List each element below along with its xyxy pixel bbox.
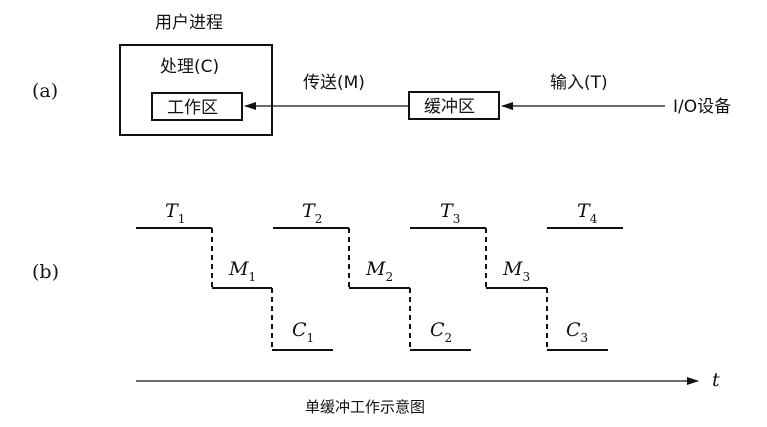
diagram-caption: 单缓冲工作示意图 (305, 398, 425, 416)
buffer-box (408, 91, 500, 120)
c3-label: C3 (566, 319, 588, 345)
user-process-box (119, 44, 273, 136)
m3-label: M3 (502, 258, 530, 284)
part-a-label: (a) (32, 80, 58, 102)
time-axis-label: t (712, 369, 720, 391)
process-label: 处理(C) (160, 57, 219, 77)
buffer-label: 缓冲区 (424, 97, 475, 117)
part-b-label: (b) (32, 261, 59, 283)
transfer-label: 传送(M) (303, 73, 365, 93)
c2-label: C2 (430, 319, 452, 345)
work-area-label: 工作区 (167, 98, 218, 118)
m1-label: M1 (228, 258, 256, 284)
user-process-title: 用户进程 (155, 13, 223, 33)
work-area-box (151, 92, 243, 121)
t2-label: T2 (302, 200, 322, 226)
c1-label: C1 (292, 319, 314, 345)
t4-label: T4 (577, 200, 598, 226)
input-label: 输入(T) (550, 73, 608, 93)
t1-label: T1 (165, 200, 185, 226)
io-device-label: I/O设备 (673, 97, 731, 117)
m2-label: M2 (365, 258, 393, 284)
t3-label: T3 (440, 200, 460, 226)
